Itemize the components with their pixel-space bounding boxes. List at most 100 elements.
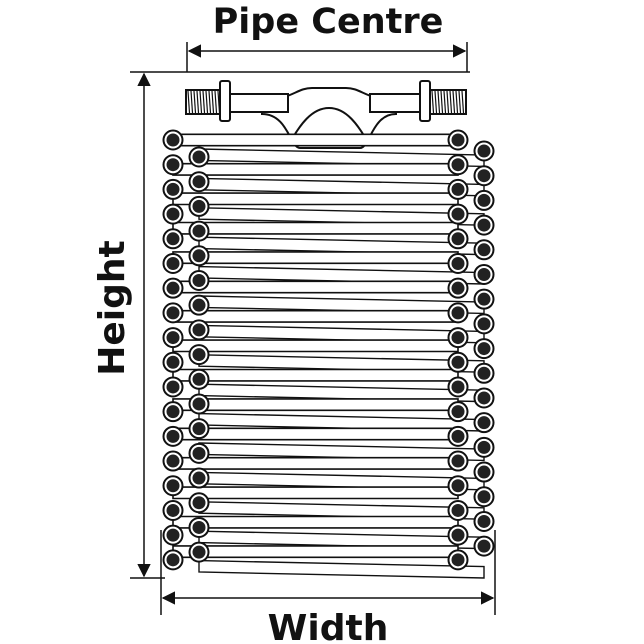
tube-end-right-outer-core <box>477 490 491 504</box>
tube-end-right-outer-core <box>477 440 491 454</box>
header-pipe <box>185 80 467 149</box>
tube-end-right-outer-core <box>477 193 491 207</box>
tube-run-front <box>172 309 459 323</box>
tube-run-front <box>172 192 459 206</box>
thread-line <box>208 90 212 114</box>
tube-end-right-inner-core <box>451 553 465 567</box>
pipe-centre-label: Pipe Centre <box>213 2 444 42</box>
tube-end-left-inner-core <box>192 273 206 287</box>
tube-end-left-inner-core <box>192 150 206 164</box>
tube-end-left-inner-core <box>192 372 206 386</box>
tube-run-front <box>172 339 459 353</box>
tube-end-right-inner-core <box>451 207 465 221</box>
tube-end-right-outer-core <box>477 366 491 380</box>
tube-end-left-inner-core <box>192 323 206 337</box>
tube-end-left-inner-core <box>192 298 206 312</box>
tube-end-right-inner-core <box>451 232 465 246</box>
tube-end-left-outer-core <box>166 479 180 493</box>
coil-body <box>162 129 495 579</box>
thread-line <box>431 90 435 114</box>
tube-end-left-inner-core <box>192 446 206 460</box>
thread-line <box>199 90 203 114</box>
tube-end-left-outer-core <box>166 355 180 369</box>
tube-end-left-outer-core <box>166 232 180 246</box>
left-thread <box>185 89 221 115</box>
thread-line <box>187 90 191 114</box>
tube-end-right-inner-core <box>451 405 465 419</box>
tube-run-front <box>172 221 459 235</box>
thread-line <box>205 90 209 114</box>
tube-end-right-outer-core <box>477 539 491 553</box>
tube-end-left-outer-core <box>166 306 180 320</box>
height-dimension: Height <box>92 71 470 579</box>
thread-line <box>214 90 218 114</box>
tube-end-left-outer-core <box>166 454 180 468</box>
tube-run-front <box>172 280 459 294</box>
tube-end-left-inner-core <box>192 422 206 436</box>
tube-run-front <box>172 133 459 147</box>
tube-end-left-inner-core <box>192 348 206 362</box>
tube-end-right-inner-core <box>451 355 465 369</box>
right-thread <box>429 89 467 115</box>
tube-end-left-inner-core <box>192 471 206 485</box>
thread-line <box>446 90 450 114</box>
tube-end-right-inner-core <box>451 256 465 270</box>
thread-line <box>202 90 206 114</box>
tube-end-right-inner-core <box>451 331 465 345</box>
tube-end-left-outer-core <box>166 331 180 345</box>
tube-end-right-inner-core <box>451 281 465 295</box>
tube-end-right-inner-core <box>451 182 465 196</box>
tube-run-front <box>172 368 459 382</box>
tube-end-right-outer-core <box>477 292 491 306</box>
tube-end-right-inner-core <box>451 158 465 172</box>
thread-line <box>437 90 441 114</box>
right-nut <box>419 80 431 122</box>
thread-line <box>193 90 197 114</box>
thread-line <box>190 90 194 114</box>
tube-end-right-outer-core <box>477 514 491 528</box>
thread-line <box>455 90 459 114</box>
tube-run-front <box>172 251 459 265</box>
tube-end-left-inner-core <box>192 545 206 559</box>
tube-end-right-outer-core <box>477 465 491 479</box>
tube-end-left-outer-core <box>166 133 180 147</box>
thread-line <box>211 90 215 114</box>
pipe-centre-dimension: Pipe Centre <box>186 2 468 72</box>
thread-line <box>452 90 456 114</box>
tube-end-right-outer-core <box>477 218 491 232</box>
height-label: Height <box>92 240 133 376</box>
tube-end-left-inner-core <box>192 199 206 213</box>
tube-end-left-inner-core <box>192 175 206 189</box>
tube-end-left-outer-core <box>166 380 180 394</box>
thread-line <box>440 90 444 114</box>
tube-end-left-inner-core <box>192 397 206 411</box>
tube-run-front <box>172 398 459 412</box>
tube-end-left-outer-core <box>166 256 180 270</box>
tube-end-left-inner-core <box>192 224 206 238</box>
tube-end-left-outer-core <box>166 528 180 542</box>
tube-end-left-inner-core <box>192 249 206 263</box>
tube-end-right-inner-core <box>451 380 465 394</box>
tube-end-right-inner-core <box>451 454 465 468</box>
tube-run-front <box>172 545 459 559</box>
tube-run-front <box>172 486 459 500</box>
header-left-section <box>221 93 289 113</box>
tube-end-left-outer-core <box>166 207 180 221</box>
tube-end-left-inner-core <box>192 520 206 534</box>
tube-end-left-outer-core <box>166 281 180 295</box>
width-dimension: Width <box>160 530 496 644</box>
tube-run-front <box>172 515 459 529</box>
tube-end-left-outer-core <box>166 158 180 172</box>
thread-line <box>217 90 221 114</box>
tube-end-right-outer-core <box>477 144 491 158</box>
left-nut <box>219 80 231 122</box>
tube-end-right-inner-core <box>451 133 465 147</box>
tube-end-right-outer-core <box>477 416 491 430</box>
width-label: Width <box>268 608 389 644</box>
tube-end-left-inner-core <box>192 496 206 510</box>
tube-run-back <box>198 559 485 579</box>
tube-end-right-outer-core <box>477 342 491 356</box>
thread-line <box>458 90 462 114</box>
tube-end-right-inner-core <box>451 528 465 542</box>
